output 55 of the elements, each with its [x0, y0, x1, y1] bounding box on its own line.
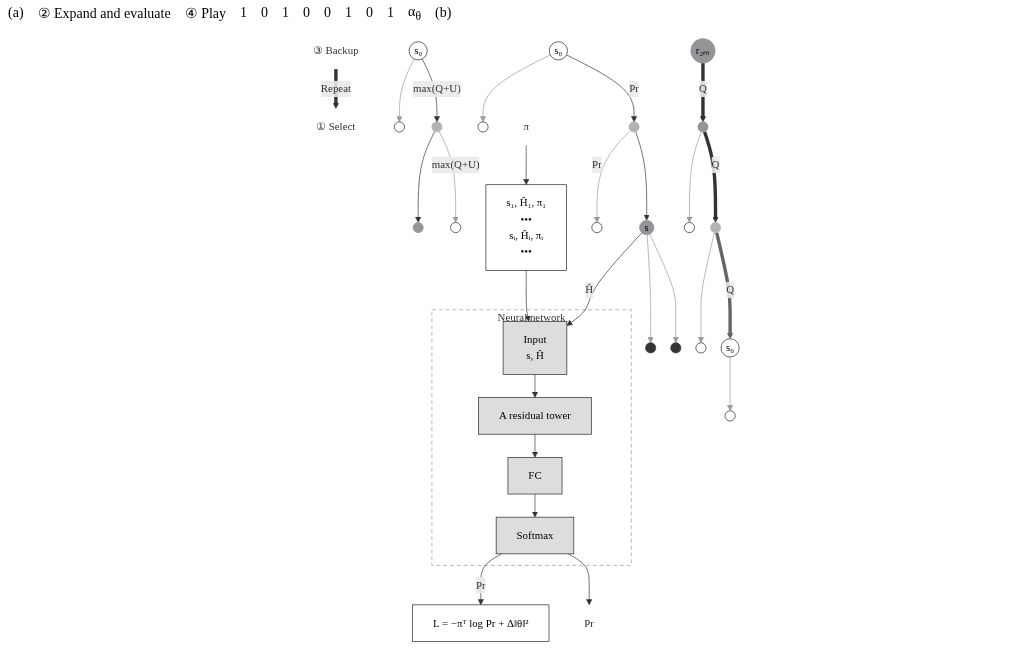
node-circle: r₂ₘ: [690, 38, 716, 64]
edge-label: Q: [711, 158, 720, 171]
node-circle: s: [639, 219, 655, 235]
text-label: 1: [387, 5, 395, 22]
node-circle: [628, 121, 640, 133]
node-circle: [477, 121, 489, 133]
edge-label: Pr: [629, 82, 639, 95]
node-circle: [697, 121, 709, 133]
node-circle: [684, 221, 695, 233]
text-label: α$_{θ}$: [408, 4, 421, 23]
node-circle: [710, 221, 721, 233]
text-label: 0: [366, 5, 374, 22]
text-label: (a): [8, 5, 24, 22]
text-label: 0: [303, 5, 311, 22]
text-label: (b): [435, 5, 452, 22]
edge-label: Repeat: [320, 82, 351, 95]
node-circle: [724, 410, 736, 422]
node-circle: [591, 221, 603, 233]
edge-label: Q: [726, 283, 735, 296]
node-box: s₁, Ĥ₁, π₁ ••• sᵢ, Ĥᵢ, πᵢ •••: [485, 184, 567, 271]
arrow: [702, 131, 719, 223]
node-box: Softmax: [495, 516, 575, 554]
node-circle: [394, 121, 405, 133]
node-circle: [412, 221, 424, 233]
node-circle: [670, 342, 682, 354]
edge-label: max(Q+U): [431, 158, 480, 171]
text-label: 0: [324, 5, 332, 22]
node-circle: [450, 221, 462, 233]
node-text: π: [523, 120, 529, 133]
node-text: Pr: [584, 616, 594, 629]
text-label: 1: [345, 5, 353, 22]
edge-label: Q: [699, 82, 707, 95]
edge-label: Ĥ: [585, 283, 594, 296]
node-circle: [431, 121, 443, 133]
text-label: ② Expand and evaluate: [37, 4, 171, 22]
node-circle: [695, 342, 707, 354]
edge-label: Pr: [592, 158, 602, 171]
node-box: A residual tower: [478, 396, 592, 435]
edge-label: Pr: [475, 578, 486, 591]
node-circle: [645, 342, 657, 354]
node-text: ① Select: [316, 120, 356, 133]
node-circle: s₀: [408, 41, 428, 61]
node-box: L = −πᵀ log Pr + Δ‖θ‖²: [412, 604, 550, 642]
node-circle: s₀: [720, 338, 740, 358]
text-label: 0: [261, 5, 269, 22]
edge-label: max(Q+U): [413, 82, 461, 95]
arrow: [699, 62, 706, 122]
arrow: [715, 231, 734, 339]
node-circle: s₀: [548, 41, 568, 61]
text-label: ④ Play: [184, 4, 227, 22]
text-label: 1: [240, 5, 248, 22]
text-label: 1: [282, 5, 290, 22]
node-box: Input s, Ĥ: [502, 320, 568, 375]
node-text: ③ Backup: [313, 44, 359, 57]
node-box: FC: [507, 456, 563, 495]
